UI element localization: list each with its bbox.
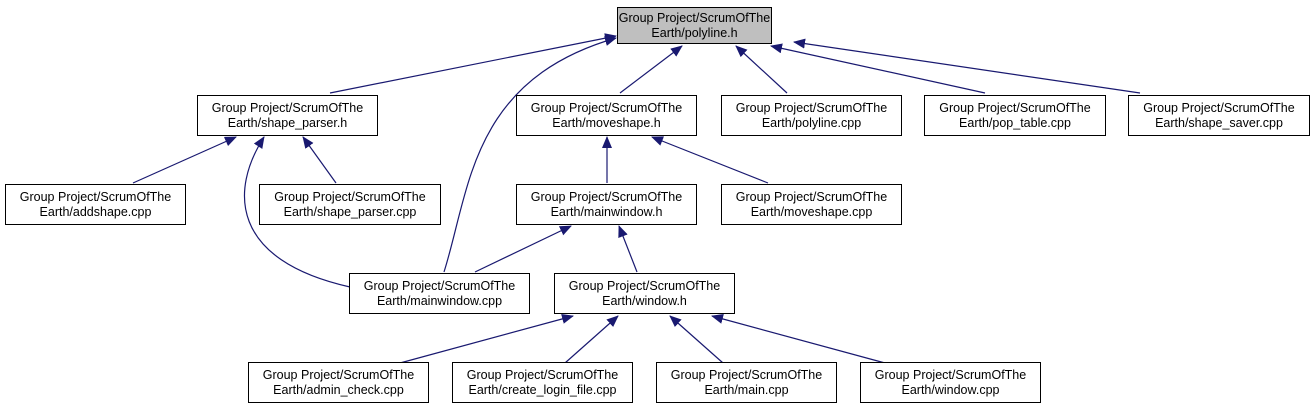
node-window-h-line2: Earth/window.h: [602, 293, 687, 308]
node-polyline-h-line1: Group Project/ScrumOfThe: [618, 10, 771, 25]
node-polyline-cpp[interactable]: Group Project/ScrumOfThe Earth/polyline.…: [721, 95, 902, 136]
edge-addshape-cpp-to-shape-parser-h: [132, 136, 237, 184]
node-polyline-h[interactable]: Group Project/ScrumOfThe Earth/polyline.…: [617, 7, 772, 44]
node-create-login-file-cpp[interactable]: Group Project/ScrumOfThe Earth/create_lo…: [452, 362, 633, 403]
node-shape-parser-cpp-line2: Earth/shape_parser.cpp: [283, 204, 417, 219]
node-pop-table-cpp[interactable]: Group Project/ScrumOfThe Earth/pop_table…: [924, 95, 1106, 136]
node-moveshape-h[interactable]: Group Project/ScrumOfThe Earth/moveshape…: [516, 95, 697, 136]
node-shape-parser-cpp[interactable]: Group Project/ScrumOfThe Earth/shape_par…: [259, 184, 441, 225]
node-mainwindow-h-line2: Earth/mainwindow.h: [550, 204, 663, 219]
node-pop-table-cpp-line1: Group Project/ScrumOfThe: [939, 100, 1091, 115]
edge-pop-table-cpp-to-polyline-h: [770, 43, 986, 94]
node-moveshape-cpp-line2: Earth/moveshape.cpp: [750, 204, 873, 219]
node-moveshape-h-line1: Group Project/ScrumOfThe: [530, 100, 683, 115]
node-shape-parser-h[interactable]: Group Project/ScrumOfThe Earth/shape_par…: [197, 95, 378, 136]
edge-window-cpp-to-window-h: [711, 314, 886, 364]
node-shape-parser-h-line2: Earth/shape_parser.h: [227, 115, 348, 130]
node-window-cpp-line1: Group Project/ScrumOfThe: [874, 367, 1027, 382]
node-admin-check-cpp-line2: Earth/admin_check.cpp: [273, 382, 404, 397]
edge-moveshape-cpp-to-moveshape-h: [651, 136, 769, 184]
node-window-h[interactable]: Group Project/ScrumOfThe Earth/window.h: [554, 273, 735, 314]
edge-mainwindow-cpp-to-shape-parser-h: [244, 136, 351, 288]
node-window-cpp[interactable]: Group Project/ScrumOfThe Earth/window.cp…: [860, 362, 1041, 403]
node-shape-parser-cpp-line1: Group Project/ScrumOfThe: [274, 189, 426, 204]
node-polyline-h-line2: Earth/polyline.h: [651, 25, 738, 40]
edge-main-cpp-to-window-h: [669, 315, 724, 364]
node-mainwindow-h-line1: Group Project/ScrumOfThe: [530, 189, 683, 204]
node-mainwindow-h[interactable]: Group Project/ScrumOfThe Earth/mainwindo…: [516, 184, 697, 225]
node-mainwindow-cpp[interactable]: Group Project/ScrumOfThe Earth/mainwindo…: [349, 273, 530, 314]
node-mainwindow-cpp-line1: Group Project/ScrumOfThe: [363, 278, 516, 293]
node-moveshape-cpp-line1: Group Project/ScrumOfThe: [735, 189, 888, 204]
node-create-login-file-cpp-line2: Earth/create_login_file.cpp: [468, 382, 617, 397]
edge-moveshape-h-to-polyline-h: [619, 45, 683, 94]
node-shape-saver-cpp-line2: Earth/shape_saver.cpp: [1155, 115, 1283, 130]
node-pop-table-cpp-line2: Earth/pop_table.cpp: [959, 115, 1071, 130]
edge-mainwindow-cpp-to-polyline-h: [443, 36, 617, 273]
node-mainwindow-cpp-line2: Earth/mainwindow.cpp: [376, 293, 503, 308]
node-moveshape-h-line2: Earth/moveshape.h: [552, 115, 661, 130]
node-moveshape-cpp[interactable]: Group Project/ScrumOfThe Earth/moveshape…: [721, 184, 902, 225]
edge-create-login-cpp-to-window-h: [564, 315, 619, 364]
node-create-login-file-cpp-line1: Group Project/ScrumOfThe: [466, 367, 619, 382]
edge-mainwindow-cpp-to-mainwindow-h: [474, 225, 572, 273]
node-addshape-cpp[interactable]: Group Project/ScrumOfThe Earth/addshape.…: [5, 184, 186, 225]
node-admin-check-cpp-line1: Group Project/ScrumOfThe: [262, 367, 415, 382]
edge-window-h-to-mainwindow-h: [618, 225, 638, 273]
node-window-cpp-line2: Earth/window.cpp: [901, 382, 1000, 397]
edge-shape-parser-h-to-polyline-h: [329, 33, 617, 94]
edge-admin-check-cpp-to-window-h: [399, 314, 574, 364]
node-main-cpp-line1: Group Project/ScrumOfThe: [670, 367, 823, 382]
edge-shape-parser-cpp-to-shape-parser-h: [302, 136, 337, 184]
node-shape-saver-cpp-line1: Group Project/ScrumOfThe: [1143, 100, 1295, 115]
node-window-h-line1: Group Project/ScrumOfThe: [568, 278, 721, 293]
node-addshape-cpp-line2: Earth/addshape.cpp: [39, 204, 152, 219]
node-admin-check-cpp[interactable]: Group Project/ScrumOfThe Earth/admin_che…: [248, 362, 429, 403]
node-addshape-cpp-line1: Group Project/ScrumOfThe: [19, 189, 172, 204]
node-main-cpp[interactable]: Group Project/ScrumOfThe Earth/main.cpp: [656, 362, 837, 403]
node-shape-parser-h-line1: Group Project/ScrumOfThe: [211, 100, 364, 115]
edge-shape-saver-cpp-to-polyline-h: [793, 38, 1141, 94]
node-shape-saver-cpp[interactable]: Group Project/ScrumOfThe Earth/shape_sav…: [1128, 95, 1310, 136]
edge-polyline-cpp-to-polyline-h: [735, 45, 788, 94]
node-polyline-cpp-line2: Earth/polyline.cpp: [761, 115, 862, 130]
node-main-cpp-line2: Earth/main.cpp: [704, 382, 789, 397]
node-polyline-cpp-line1: Group Project/ScrumOfThe: [735, 100, 888, 115]
